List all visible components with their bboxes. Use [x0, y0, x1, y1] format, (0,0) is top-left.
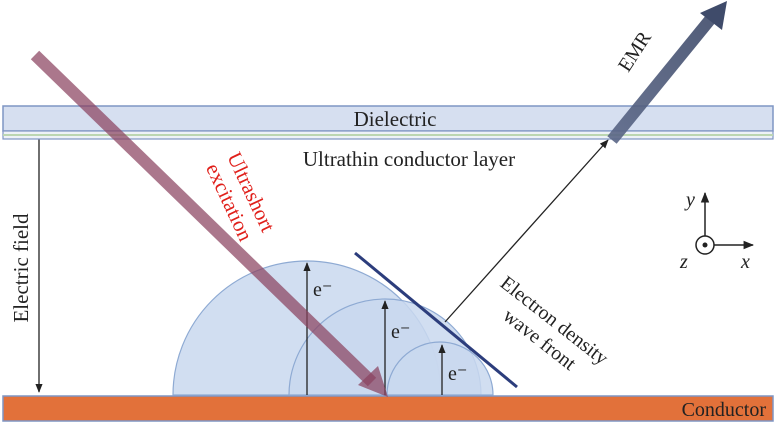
- coordinate-axes: y x z: [679, 189, 755, 273]
- hemisphere-small: [386, 341, 494, 396]
- wave-front-line: [354, 251, 518, 389]
- conductor-label: Conductor: [682, 399, 767, 421]
- emr-label: EMR: [614, 27, 656, 76]
- dielectric-label: Dielectric: [354, 107, 437, 131]
- emission-direction-arrow: [444, 139, 609, 323]
- emr-arrow: [607, 1, 727, 144]
- z-axis-dot: [702, 242, 708, 248]
- electron-label-large: e⁻: [313, 279, 332, 301]
- ultrathin-conductor-label: Ultrathin conductor layer: [303, 147, 515, 171]
- excitation-arrow: [30, 50, 388, 397]
- conductor-slab: [2, 395, 774, 422]
- axis-z-label: z: [679, 251, 688, 273]
- electron-label-small: e⁻: [448, 363, 467, 385]
- axis-y-label: y: [684, 189, 695, 211]
- electric-field-label: Electric field: [9, 213, 33, 323]
- electron-label-medium: e⁻: [391, 321, 410, 343]
- axis-x-label: x: [740, 251, 750, 273]
